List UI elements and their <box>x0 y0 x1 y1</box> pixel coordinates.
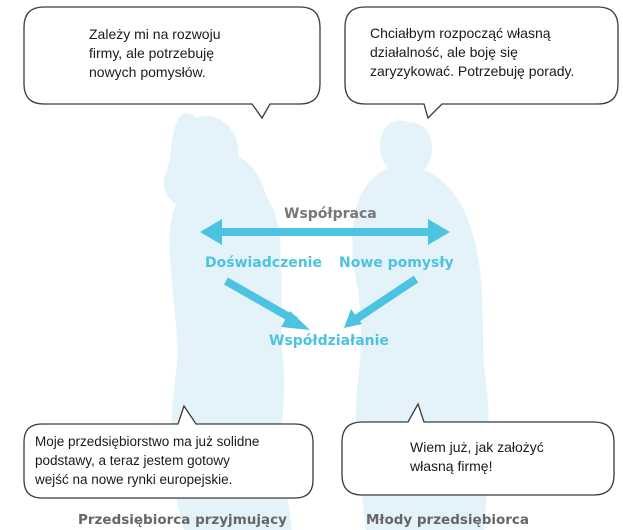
label-cooperation: Współpraca <box>284 206 377 222</box>
arrows <box>200 219 450 330</box>
bubble-bottom-right-text: Wiem już, jak założyć własną firmę! <box>410 439 544 474</box>
bubble-bottom-left-text: Moje przedsiębiorstwo ma już solidne pod… <box>35 434 260 487</box>
arrow-new-ideas-to-synergy <box>344 275 419 328</box>
bubble-top-right-text: Chciałbym rozpocząć własną działalność, … <box>370 25 575 79</box>
bubble-bottom-right-shape <box>341 402 615 496</box>
double-arrow-cooperation <box>200 219 450 245</box>
label-new-ideas: Nowe pomysły <box>339 255 454 271</box>
bubble-top-right-shape <box>344 6 619 120</box>
bubble-bottom-left-shape <box>23 404 314 499</box>
label-experience: Doświadczenie <box>205 255 322 271</box>
arrow-experience-to-synergy <box>224 277 310 330</box>
label-synergy: Współdziałanie <box>269 333 389 349</box>
bubble-top-left-text: Zależy mi na rozwoju firmy, ale potrzebu… <box>89 26 221 80</box>
caption-young-entrepreneur: Młody przedsiębiorca <box>366 512 530 528</box>
speech-bubbles <box>23 6 619 499</box>
bubble-top-left-shape <box>23 6 321 120</box>
caption-host-entrepreneur: Przedsiębiorca przyjmujący <box>78 512 287 528</box>
